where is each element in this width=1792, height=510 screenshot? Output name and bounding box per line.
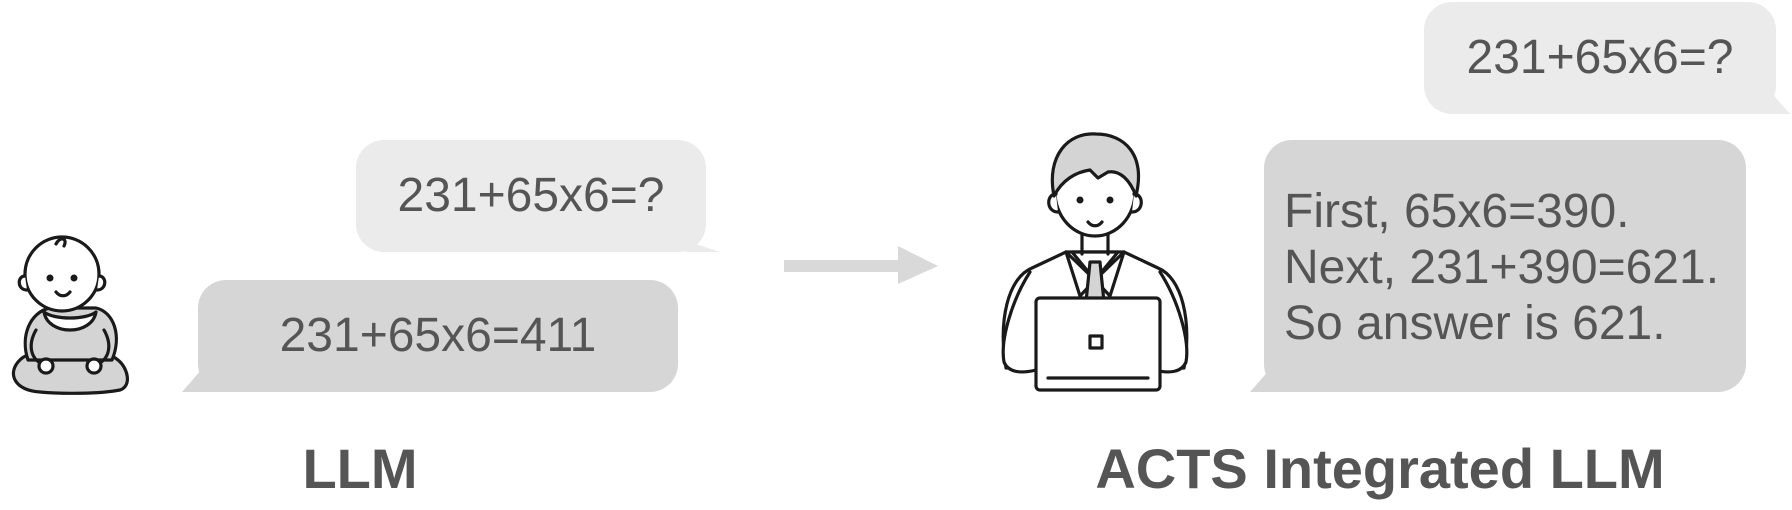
- right-answer-bubble: First, 65x6=390. Next, 231+390=621. So a…: [1264, 140, 1746, 392]
- right-answer-line: Next, 231+390=621.: [1284, 241, 1720, 294]
- right-question-text: 231+65x6=?: [1466, 31, 1734, 84]
- right-arrow-icon: [784, 246, 938, 284]
- right-answer-line: So answer is 621.: [1284, 297, 1666, 350]
- office-worker-laptop-icon: [1001, 132, 1189, 392]
- right-answer-line: First, 65x6=390.: [1284, 185, 1630, 238]
- left-caption: LLM: [302, 437, 418, 500]
- right-caption: ACTS Integrated LLM: [1095, 437, 1665, 500]
- left-answer-text: 231+65x6=411: [279, 309, 597, 362]
- left-answer-bubble: 231+65x6=411: [198, 280, 678, 392]
- left-question-text: 231+65x6=?: [397, 169, 665, 222]
- left-question-bubble: 231+65x6=?: [356, 140, 706, 252]
- right-question-bubble: 231+65x6=?: [1424, 2, 1776, 114]
- baby-icon: [11, 235, 129, 395]
